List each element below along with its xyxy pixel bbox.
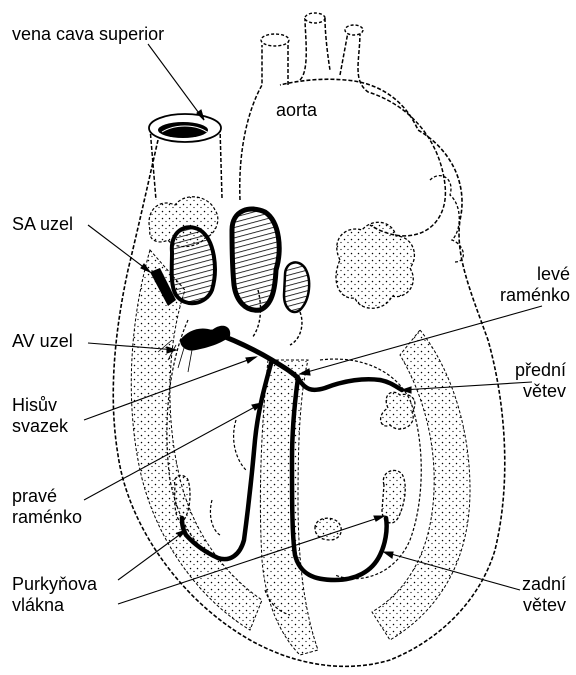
aorta-text: aorta xyxy=(276,100,317,121)
av-uzel-text: AV uzel xyxy=(12,331,73,352)
aorta-outline xyxy=(240,18,446,236)
purkynova-vlakna-label: Purkyňova vlákna xyxy=(12,574,97,616)
purkynova-vlakna-line2: vlákna xyxy=(12,595,97,616)
left-bundle-branch xyxy=(298,378,402,390)
predni-vetev-line1: přední xyxy=(515,360,566,381)
hisuv-svazek-line2: svazek xyxy=(12,416,68,437)
zadni-vetev-line2: větev xyxy=(522,595,566,616)
vena-cava-superior-label: vena cava superior xyxy=(12,24,164,45)
papillary-muscle-septal xyxy=(315,518,341,540)
sa-uzel-label: SA uzel xyxy=(12,214,73,235)
prave-ramenko-line1: pravé xyxy=(12,486,82,507)
left-posterior-fascicle xyxy=(292,378,387,580)
hisuv-svazek-label: Hisův svazek xyxy=(12,395,68,437)
prave-ramenko-label: pravé raménko xyxy=(12,486,82,528)
pulmonary-opening xyxy=(232,209,279,310)
leve-ramenko-line1: levé xyxy=(500,264,570,285)
tricuspid-opening xyxy=(172,227,215,303)
papillary-muscle-posterior xyxy=(382,470,405,523)
zadni-vetev-line1: zadní xyxy=(522,574,566,595)
predni-vetev-label: přední větev xyxy=(515,360,566,402)
sa-uzel-text: SA uzel xyxy=(12,214,73,235)
vena-cava-superior-text: vena cava superior xyxy=(12,24,164,45)
aorta-label: aorta xyxy=(276,100,317,121)
leve-ramenko-label: levé raménko xyxy=(500,264,570,306)
papillary-muscle-anterior xyxy=(381,392,415,429)
interventricular-septum xyxy=(260,360,318,655)
purkynova-vlakna-line1: Purkyňova xyxy=(12,574,97,595)
prave-ramenko-line2: raménko xyxy=(12,507,82,528)
his-bundle xyxy=(212,332,298,378)
predni-vetev-line2: větev xyxy=(515,381,566,402)
left-ventricle-cavity xyxy=(320,359,421,579)
av-uzel-label: AV uzel xyxy=(12,331,73,352)
hisuv-svazek-line1: Hisův xyxy=(12,395,68,416)
zadni-vetev-label: zadní větev xyxy=(522,574,566,616)
leve-ramenko-line2: raménko xyxy=(500,285,570,306)
mitral-opening xyxy=(284,262,309,312)
